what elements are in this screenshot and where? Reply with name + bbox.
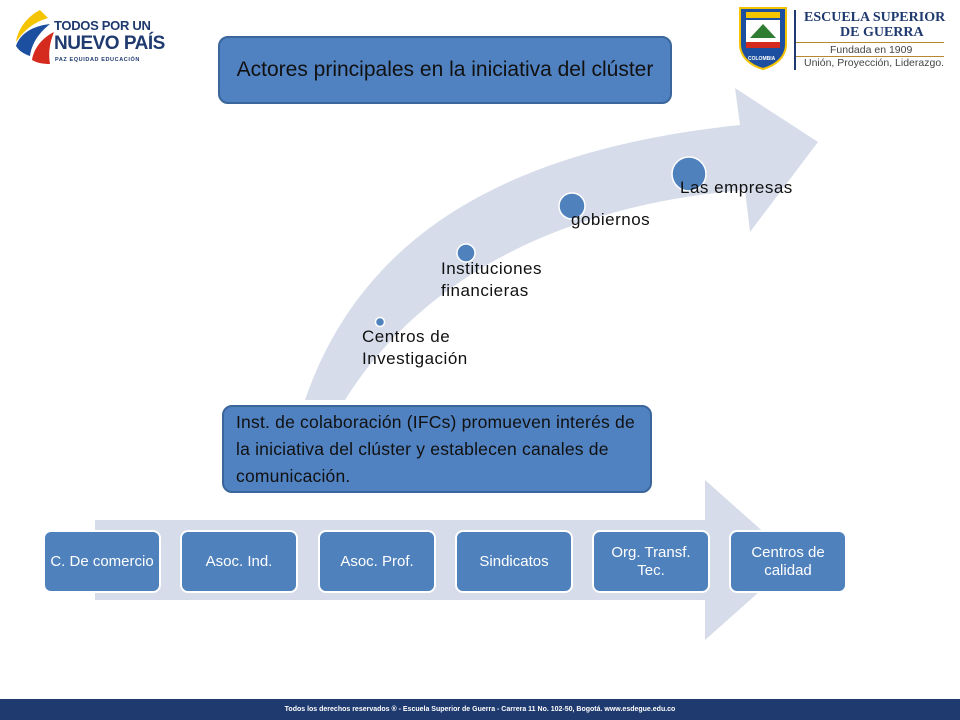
actor-centros-investigacion: Centros de Investigación	[362, 327, 468, 368]
process-step-asoc-ind: Asoc. Ind.	[180, 530, 298, 593]
page-title: Actores principales en la iniciativa del…	[236, 58, 654, 81]
logo-tagline: PAZ EQUIDAD EDUCACIÓN	[55, 57, 140, 63]
footer-bar: Todos los derechos reservados ® - Escuel…	[0, 699, 960, 720]
logo-rule-2	[796, 56, 944, 57]
process-arrow-shape	[95, 480, 795, 640]
actor-instituciones-financieras: Instituciones financieras	[441, 259, 542, 300]
info-box: Inst. de colaboración (IFCs) promueven i…	[222, 405, 652, 493]
colombia-flag-swoosh-icon	[16, 10, 54, 64]
process-step-sindicatos: Sindicatos	[455, 530, 573, 593]
actor-gobiernos: gobiernos	[571, 210, 651, 229]
logo-motto: Unión, Proyección, Liderazgo.	[804, 57, 945, 69]
footer-text: Todos los derechos reservados ® - Escuel…	[284, 706, 676, 713]
logo-line1: TODOS POR UN	[54, 18, 151, 33]
logo-divider	[794, 10, 796, 70]
marker-gobiernos	[558, 192, 586, 220]
shield-label: COLOMBIA	[748, 56, 776, 62]
actor-las-empresas: Las empresas	[680, 178, 793, 197]
logo-rule	[796, 42, 944, 43]
logo-line2: NUEVO PAÍS	[54, 33, 165, 54]
logo-name-line1: ESCUELA SUPERIOR	[804, 10, 946, 25]
marker-centros-investigacion	[374, 316, 386, 328]
info-text: Inst. de colaboración (IFCs) promueven i…	[236, 412, 635, 486]
title-box: Actores principales en la iniciativa del…	[218, 36, 672, 104]
shield-crest-icon	[739, 7, 787, 70]
process-step-asoc-prof: Asoc. Prof.	[318, 530, 436, 593]
process-step-c-de-comercio: C. De comercio	[43, 530, 161, 593]
process-step-centros-de-calidad: Centros de calidad	[729, 530, 847, 593]
marker-las-empresas	[671, 156, 707, 192]
process-step-org-transf-tec: Org. Transf. Tec.	[592, 530, 710, 593]
logo-escuela-superior-de-guerra: COLOMBIA ESCUELA SUPERIOR DE GUERRA Fund…	[736, 4, 948, 72]
marker-instituciones-financieras	[456, 243, 476, 263]
logo-name-line2: DE GUERRA	[840, 25, 924, 40]
logo-founded: Fundada en 1909	[830, 44, 913, 56]
logo-todos-por-un-nuevo-pais: TODOS POR UN NUEVO PAÍS PAZ EQUIDAD EDUC…	[10, 6, 170, 70]
